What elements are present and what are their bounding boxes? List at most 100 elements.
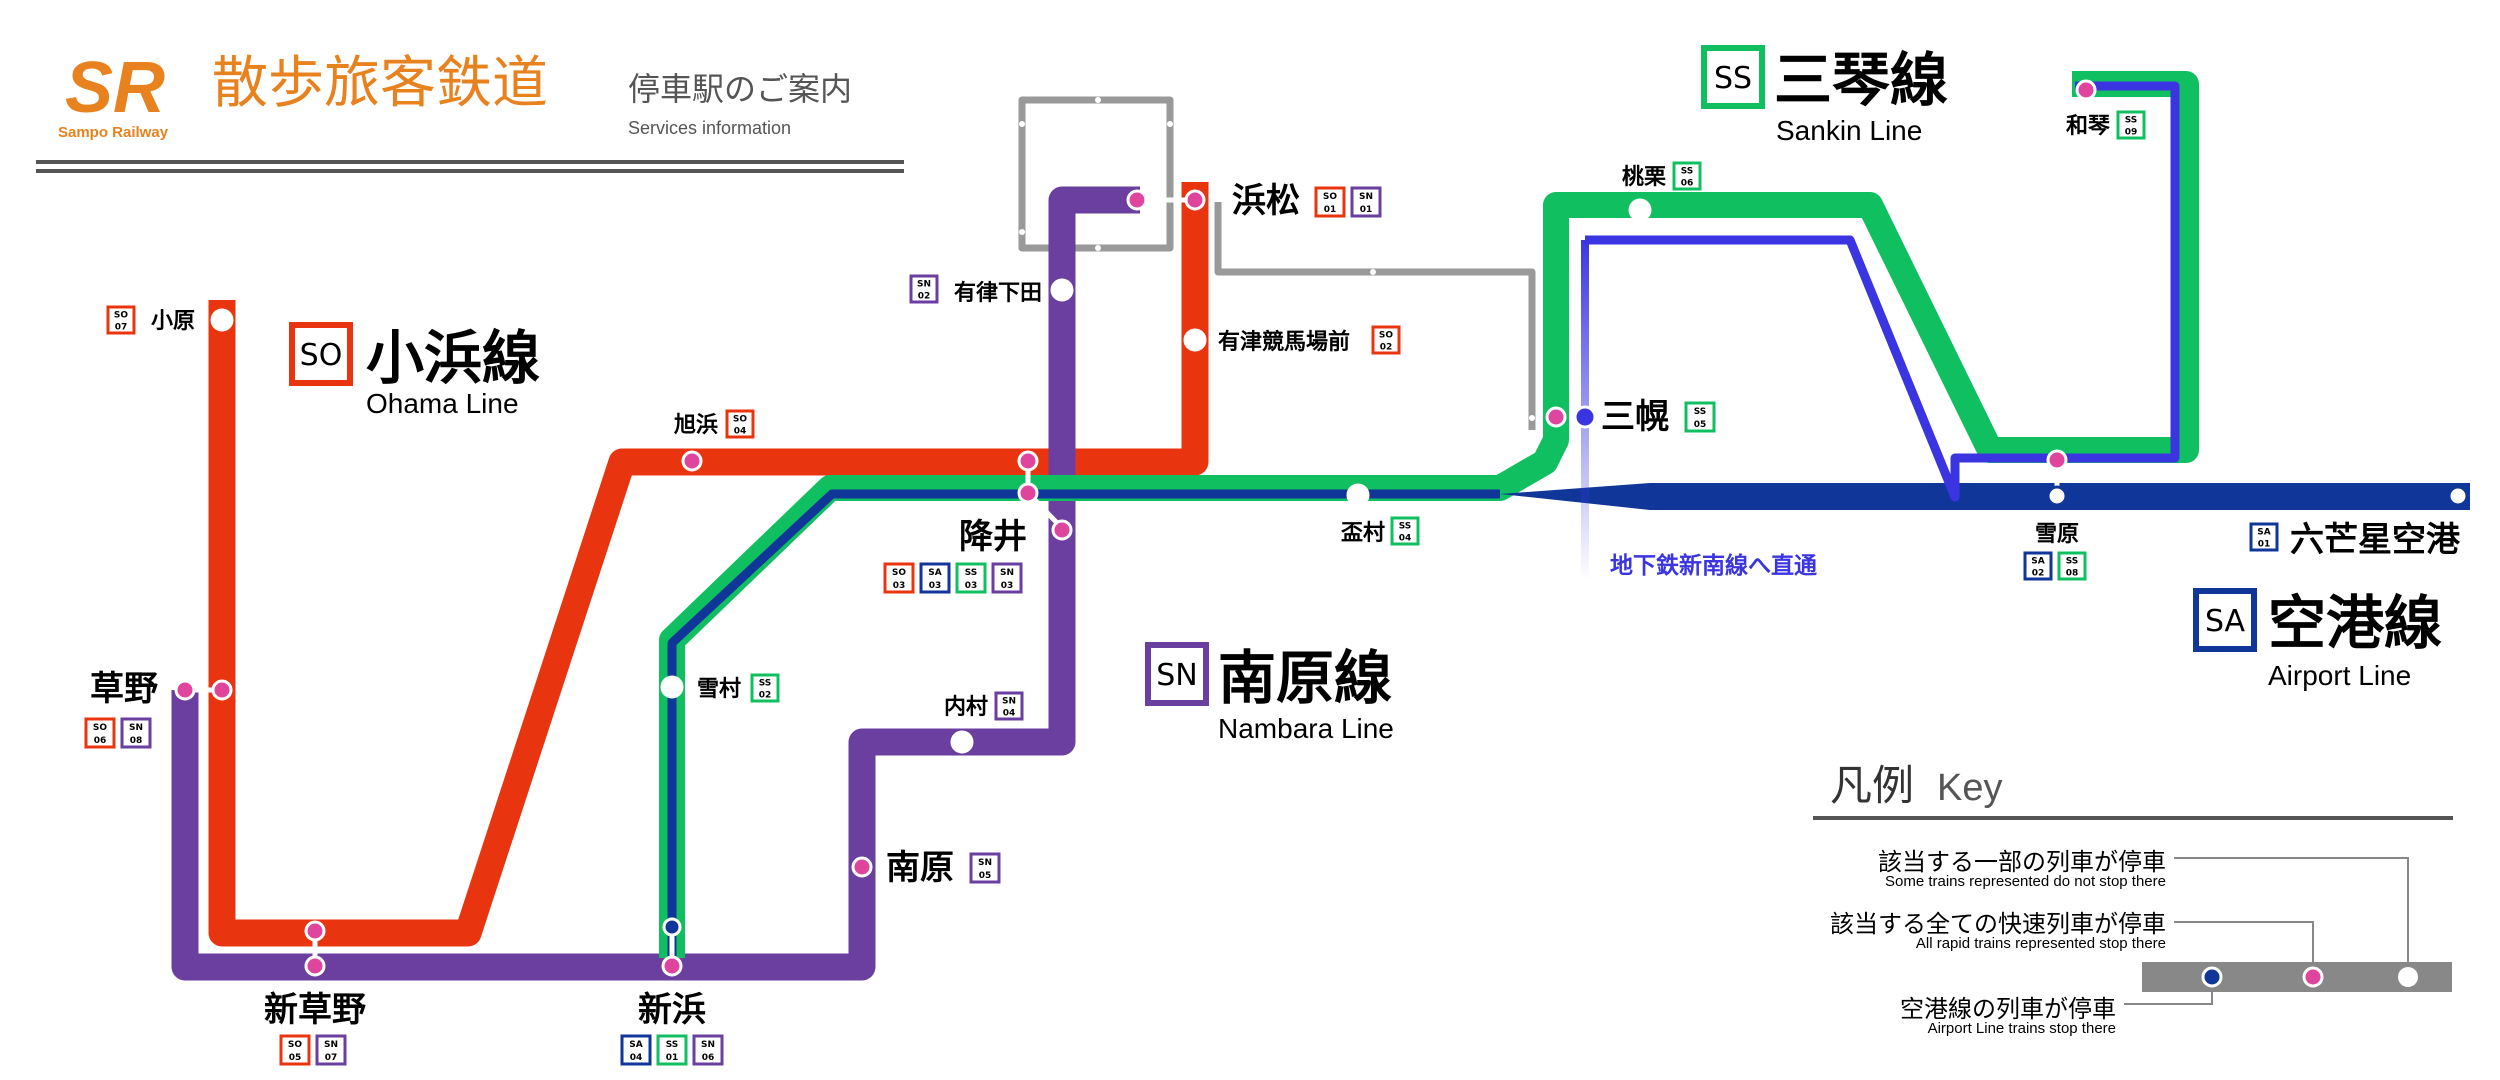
station-code-shinhama-sn: SN 06 bbox=[692, 1034, 724, 1066]
logo-mark: SR bbox=[65, 48, 165, 128]
svg-text:04: 04 bbox=[1003, 708, 1016, 718]
legend-title-en: Key bbox=[1937, 767, 2002, 809]
station-name-obara: 小原 bbox=[151, 309, 195, 334]
station-dot-shinhama-sa bbox=[662, 917, 682, 937]
sankin-line-track bbox=[659, 71, 2199, 958]
svg-text:01: 01 bbox=[1360, 205, 1373, 215]
station-name-asahihama: 旭浜 bbox=[673, 413, 718, 438]
airport-line-badge: SA bbox=[2193, 588, 2257, 652]
station-asahihama: 旭浜 SO 04 bbox=[673, 409, 755, 439]
svg-text:04: 04 bbox=[734, 426, 747, 436]
station-name-yuritsukeiba: 有津競馬場前 bbox=[1218, 329, 1350, 355]
svg-text:SO: SO bbox=[1379, 330, 1393, 340]
svg-text:SO: SO bbox=[733, 414, 747, 424]
svg-text:SS: SS bbox=[1399, 521, 1412, 531]
svg-text:03: 03 bbox=[965, 581, 978, 591]
station-dot-asahihama bbox=[681, 450, 703, 472]
legend-item-1-en: Some trains represented do not stop ther… bbox=[1885, 873, 2166, 890]
svg-text:SO: SO bbox=[300, 338, 343, 373]
svg-text:05: 05 bbox=[289, 1053, 302, 1063]
svg-text:SN: SN bbox=[917, 279, 931, 289]
station-dot-hamamatsu-sn bbox=[1126, 189, 1148, 211]
legend-dot-airport bbox=[2201, 966, 2223, 988]
station-dot-momokuri bbox=[1628, 198, 1652, 222]
ohama-line-badge: SO bbox=[289, 322, 353, 386]
station-dot-hamamatsu-so bbox=[1184, 189, 1206, 211]
legend-item-3-en: Airport Line trains stop there bbox=[1928, 1020, 2116, 1037]
svg-text:01: 01 bbox=[666, 1053, 679, 1063]
svg-text:04: 04 bbox=[630, 1053, 643, 1063]
station-dots bbox=[174, 79, 2469, 977]
nambara-line-badge: SN bbox=[1145, 642, 1209, 706]
svg-text:SN: SN bbox=[701, 1040, 715, 1050]
svg-text:SA: SA bbox=[2257, 527, 2270, 537]
station-dot-shinhama-sn bbox=[661, 955, 683, 977]
svg-text:SA: SA bbox=[2031, 556, 2044, 566]
legend-item-3-jp: 空港線の列車が停車 bbox=[1900, 995, 2116, 1023]
station-name-yukihara: 雪原 bbox=[2035, 522, 2079, 547]
station-dot-obara bbox=[210, 308, 234, 332]
nambara-line-track bbox=[171, 186, 1140, 981]
svg-text:09: 09 bbox=[2125, 127, 2138, 137]
station-name-nambara: 南原 bbox=[886, 848, 954, 888]
station-name-uchimura: 内村 bbox=[944, 695, 988, 720]
svg-text:07: 07 bbox=[325, 1053, 338, 1063]
svg-text:06: 06 bbox=[702, 1053, 715, 1063]
header-subtitle-jp: 停車駅のご案内 bbox=[628, 70, 852, 108]
airport-line-name-jp: 空港線 bbox=[2268, 589, 2442, 657]
station-dot-uchimura bbox=[950, 730, 974, 754]
station-dot-yukihara-ss bbox=[2046, 449, 2068, 471]
svg-text:01: 01 bbox=[2258, 539, 2271, 549]
svg-text:06: 06 bbox=[94, 736, 107, 746]
station-dot-yukihara-sa bbox=[2046, 485, 2068, 507]
svg-text:SN: SN bbox=[1000, 568, 1014, 578]
station-name-sanhoro: 三幌 bbox=[1601, 397, 1669, 437]
svg-text:SN: SN bbox=[129, 723, 143, 733]
company-logo: SR Sampo Railway bbox=[58, 48, 169, 141]
legend: 凡例 Key 該当する一部の列車が停車 Some trains represen… bbox=[1813, 761, 2453, 1037]
nambara-line-name-en: Nambara Line bbox=[1218, 713, 1394, 744]
svg-text:SO: SO bbox=[1323, 192, 1337, 202]
grey-track-dots bbox=[1019, 97, 1535, 421]
svg-text:08: 08 bbox=[2066, 568, 2079, 578]
station-code-asahihama-so: SO 04 bbox=[725, 409, 755, 439]
sankin-line-badge: SS bbox=[1701, 45, 1765, 109]
ohama-line-name-en: Ohama Line bbox=[366, 388, 519, 419]
station-code-sakazukimura-ss: SS 04 bbox=[1390, 516, 1420, 546]
svg-text:03: 03 bbox=[893, 581, 906, 591]
station-dot-furui-sn bbox=[1051, 519, 1073, 541]
header-subtitle-en: Services information bbox=[628, 118, 791, 138]
station-dot-yuritsushimoda bbox=[1050, 278, 1074, 302]
svg-text:SO: SO bbox=[114, 310, 128, 320]
svg-text:04: 04 bbox=[1399, 533, 1412, 543]
svg-text:SA: SA bbox=[928, 568, 941, 578]
station-dot-furui-ss bbox=[1017, 482, 1039, 504]
svg-text:SN: SN bbox=[978, 858, 992, 868]
station-name-wakoto: 和琴 bbox=[2066, 114, 2111, 139]
station-dot-sanhoro-ug bbox=[1573, 405, 1597, 429]
airport-line-name-en: Airport Line bbox=[2268, 660, 2411, 691]
svg-text:08: 08 bbox=[130, 736, 143, 746]
